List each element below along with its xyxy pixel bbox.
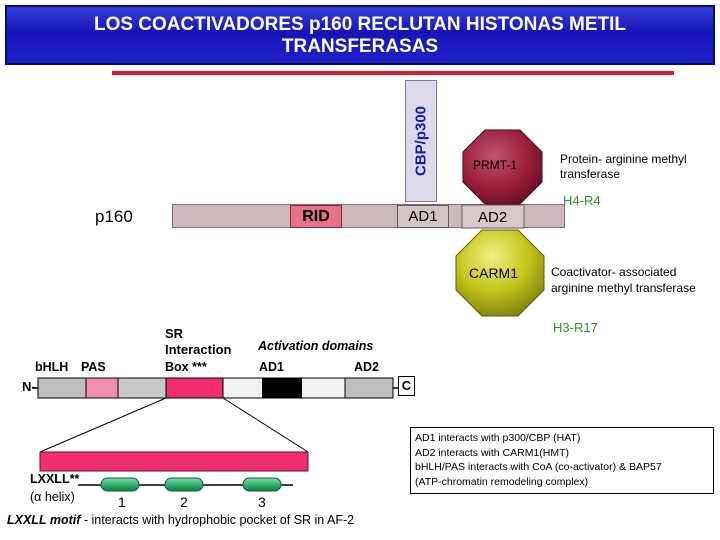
activation-domains-label: Activation domains xyxy=(258,339,374,353)
carm1-label: CARM1 xyxy=(469,265,519,281)
helix-number-1: 1 xyxy=(118,494,126,510)
rid-domain: RID xyxy=(290,205,342,228)
pas-label: PAS xyxy=(81,360,106,374)
c-terminus-label: C xyxy=(398,376,415,396)
ad2-segment xyxy=(344,377,394,399)
motif-title: LXXLL motif xyxy=(7,513,81,527)
helix-1 xyxy=(100,477,140,492)
carm1-octagon xyxy=(455,229,545,317)
ad2-label: AD2 xyxy=(478,209,508,226)
bhlh-label: bHLH xyxy=(35,360,69,374)
bhlh-segment xyxy=(37,377,87,399)
interaction-box-expanded xyxy=(39,451,309,472)
ad1-domain: AD1 xyxy=(397,205,449,228)
helix-number-2: 2 xyxy=(180,494,188,510)
page-title: LOS COACTIVADORES p160 RECLUTAN HISTONAS… xyxy=(93,14,627,57)
title-banner: LOS COACTIVADORES p160 RECLUTAN HISTONAS… xyxy=(5,5,715,65)
prmt1-description: Protein- arginine methyl transferase xyxy=(560,152,687,181)
prmt1-label: PRMT-1 xyxy=(473,158,518,172)
cbp-p300-box: CBP/p300 xyxy=(405,80,437,202)
red-divider xyxy=(112,71,674,75)
motif-text: - interacts with hydrophobic pocket of S… xyxy=(80,513,355,527)
interaction-legend: AD1 interacts with p300/CBP (HAT) AD2 in… xyxy=(410,427,714,494)
ad2-domain-box xyxy=(461,204,525,229)
lxxll-label: LXXLL** xyxy=(30,472,80,486)
legend-line: AD2 interacts with CARM1(HMT) xyxy=(415,446,570,459)
alpha-helix-label: (α helix) xyxy=(30,490,75,504)
pas-gray-segment xyxy=(117,377,167,399)
n-terminus-label: N- xyxy=(22,379,36,394)
sr-interaction-header: SR Interaction xyxy=(165,326,232,357)
p160-label: p160 xyxy=(95,207,133,226)
ad1-schematic-label: AD1 xyxy=(259,360,285,374)
sr-interaction-box xyxy=(165,377,224,399)
legend-line: (ATP-chromatin remodeling complex) xyxy=(415,475,589,488)
ad2-schematic-label: AD2 xyxy=(354,360,380,374)
helix-number-3: 3 xyxy=(258,494,266,510)
pas-segment xyxy=(85,377,119,399)
helix-2 xyxy=(164,477,204,492)
carm1-description: Coactivator- associated arginine methyl … xyxy=(551,265,696,295)
legend-line: bHLH/PAS interacts with CoA (co-activato… xyxy=(415,461,662,473)
prmt1-octagon xyxy=(462,129,543,205)
h4r4-target: H4-R4 xyxy=(563,193,601,208)
ad1-segment xyxy=(262,378,302,398)
cbp-p300-label: CBP/p300 xyxy=(412,105,430,177)
helix-3 xyxy=(242,477,282,492)
lxxll-motif-caption: LXXLL motif - interacts with hydrophobic… xyxy=(7,513,354,527)
box-label: Box *** xyxy=(165,360,207,374)
legend-line: AD1 interacts with p300/CBP (HAT) xyxy=(415,432,581,444)
h3r17-target: H3-R17 xyxy=(553,320,598,335)
